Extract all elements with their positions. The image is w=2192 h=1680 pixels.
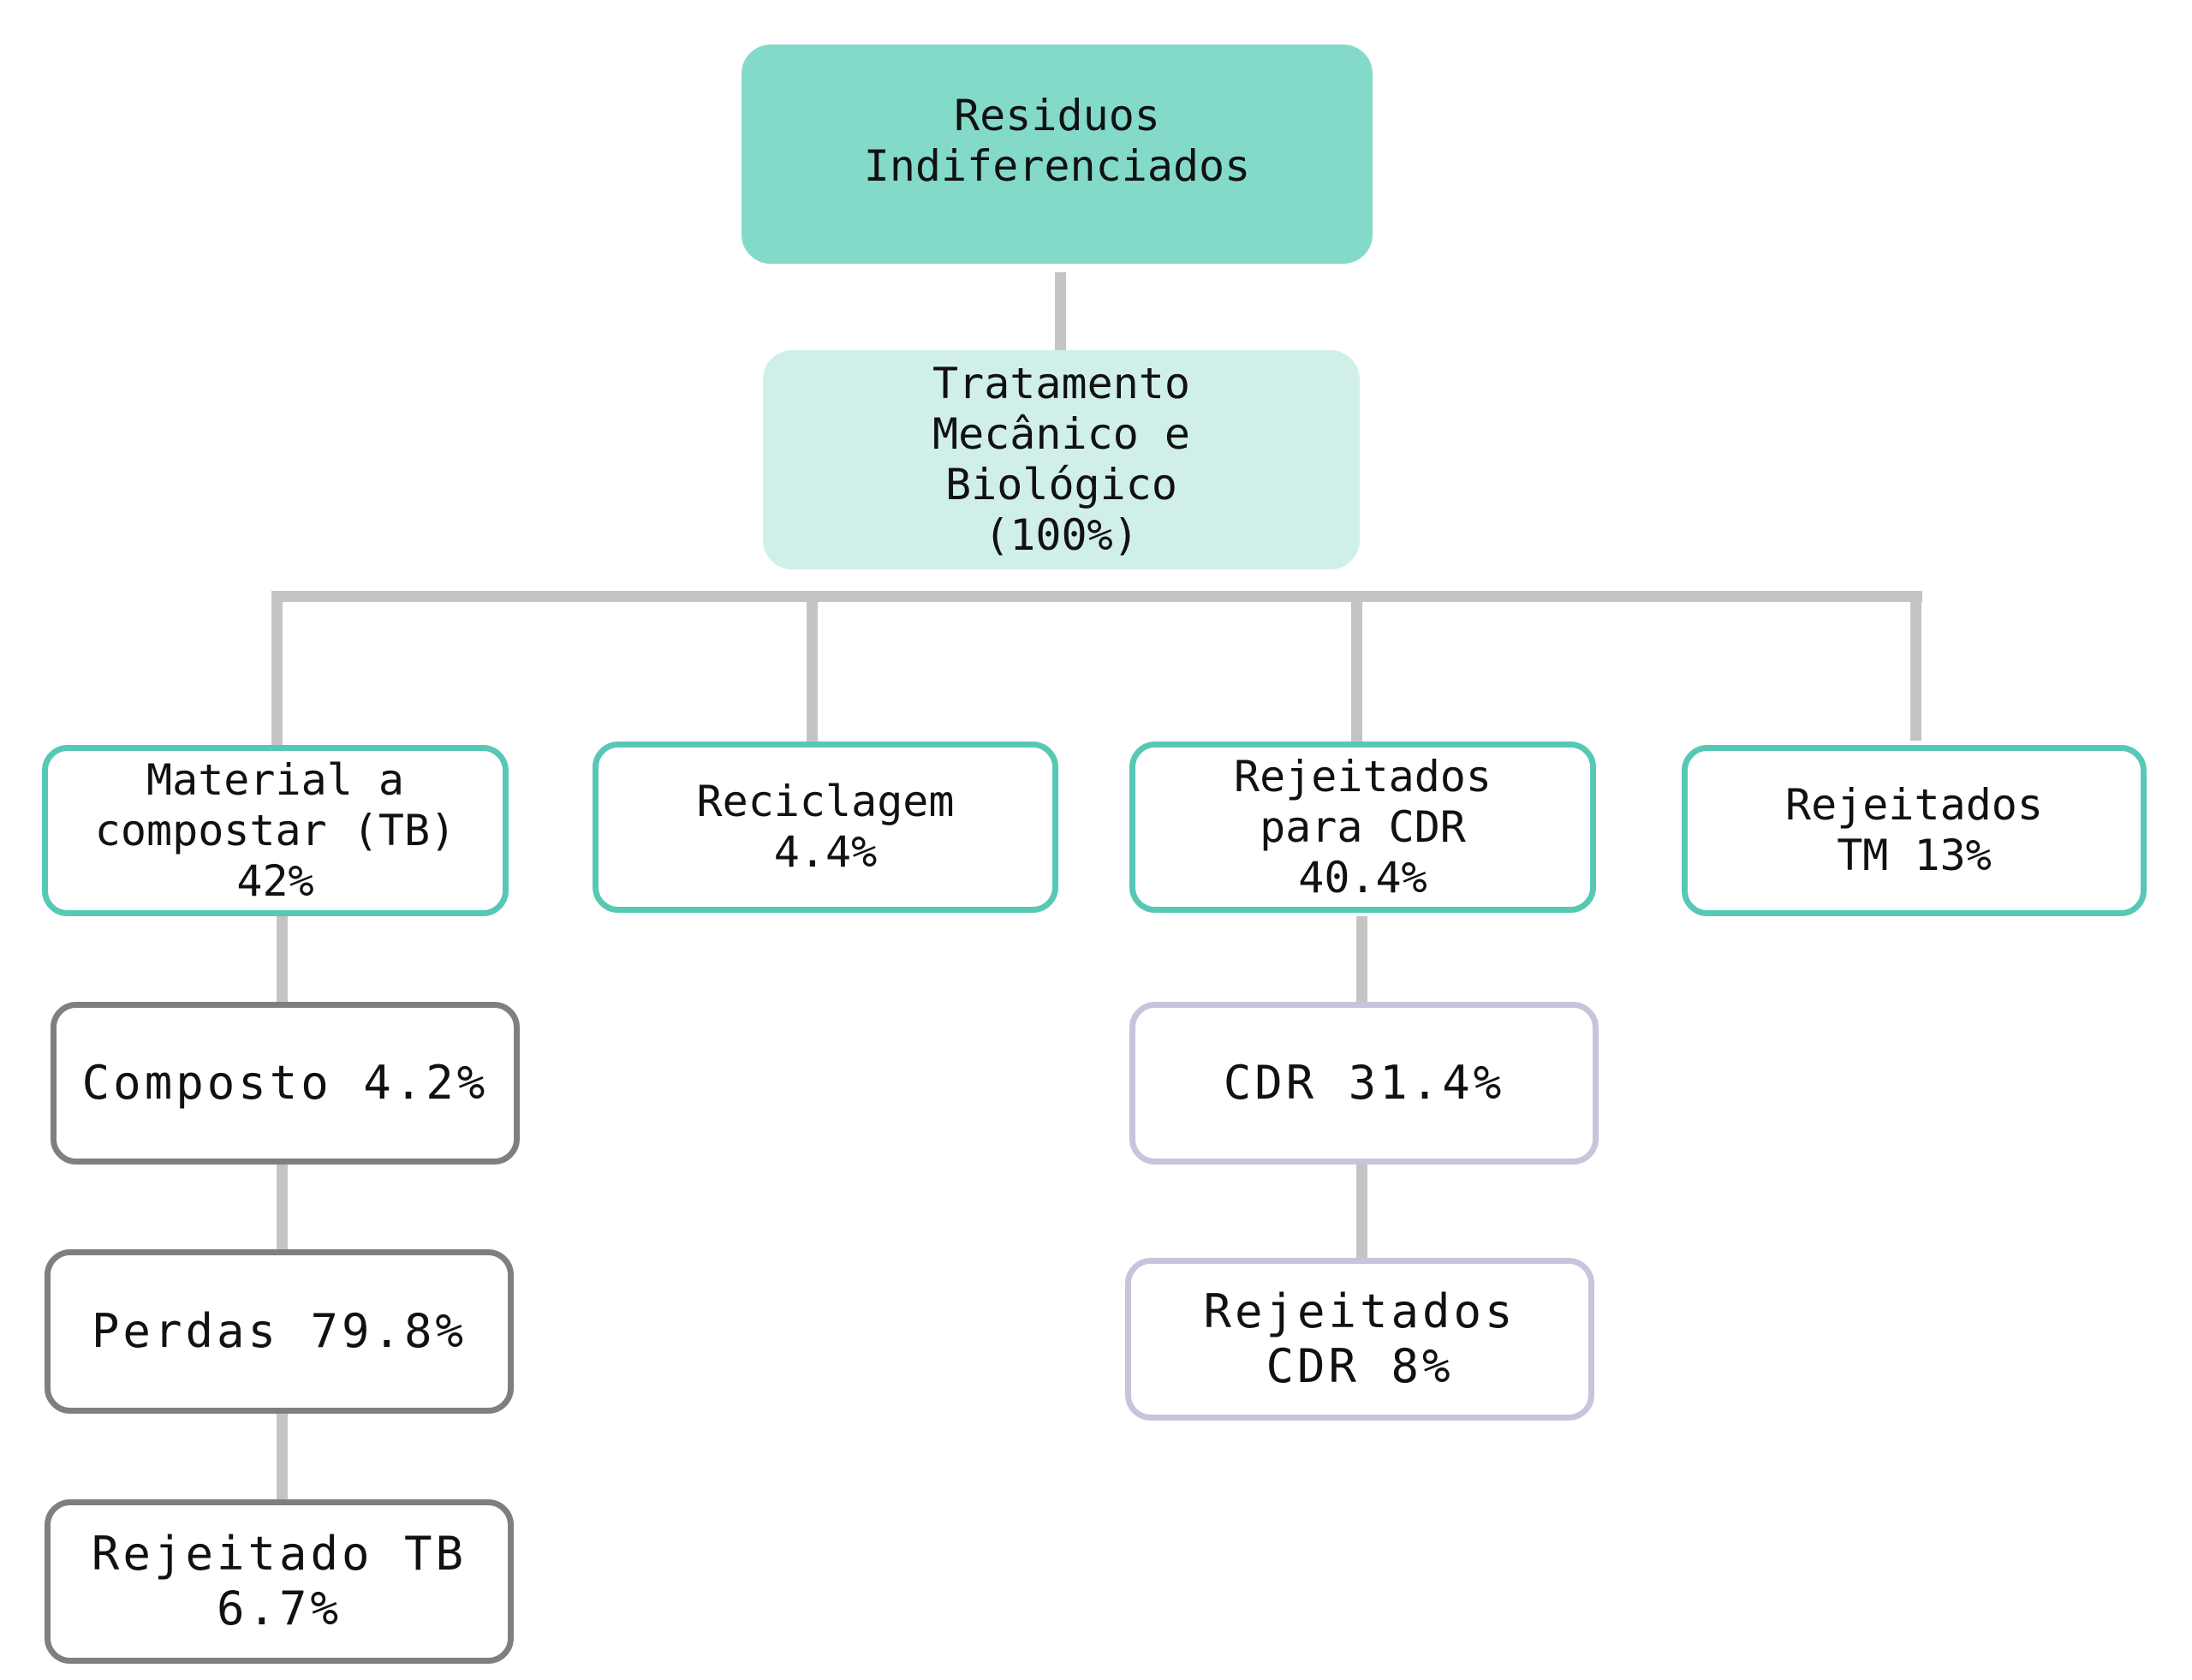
connector-compost-1	[277, 916, 288, 1002]
connector-branch-2	[807, 596, 818, 743]
connector-root-treatment	[1055, 272, 1066, 351]
node-composto: Composto 4.2%	[51, 1002, 520, 1165]
node-residuos-indiferenciados: Residuos Indiferenciados	[742, 45, 1373, 264]
node-material-a-compostar: Material a compostar (TB) 42%	[42, 745, 509, 916]
connector-branch-4	[1910, 591, 1921, 741]
node-perdas: Perdas 79.8%	[45, 1249, 514, 1414]
node-cdr: CDR 31.4%	[1129, 1002, 1599, 1165]
connector-cdr-1	[1356, 916, 1367, 1002]
node-tratamento-mecanico-biologico: Tratamento Mecânico e Biológico (100%)	[763, 350, 1360, 569]
node-rejeitado-tb: Rejeitado TB 6.7%	[45, 1499, 514, 1664]
connector-cdr-2	[1356, 1165, 1367, 1259]
node-rejeitados-tm: Rejeitados TM 13%	[1682, 745, 2147, 916]
node-rejeitados-para-cdr: Rejeitados para CDR 40.4%	[1129, 742, 1596, 913]
connector-horizontal-bus	[271, 591, 1922, 602]
node-rejeitados-cdr: Rejeitados CDR 8%	[1125, 1258, 1594, 1421]
connector-branch-3	[1351, 596, 1362, 743]
connector-branch-1	[271, 591, 283, 747]
connector-compost-3	[277, 1414, 288, 1499]
connector-compost-2	[277, 1160, 288, 1250]
node-reciclagem: Reciclagem 4.4%	[593, 742, 1058, 913]
